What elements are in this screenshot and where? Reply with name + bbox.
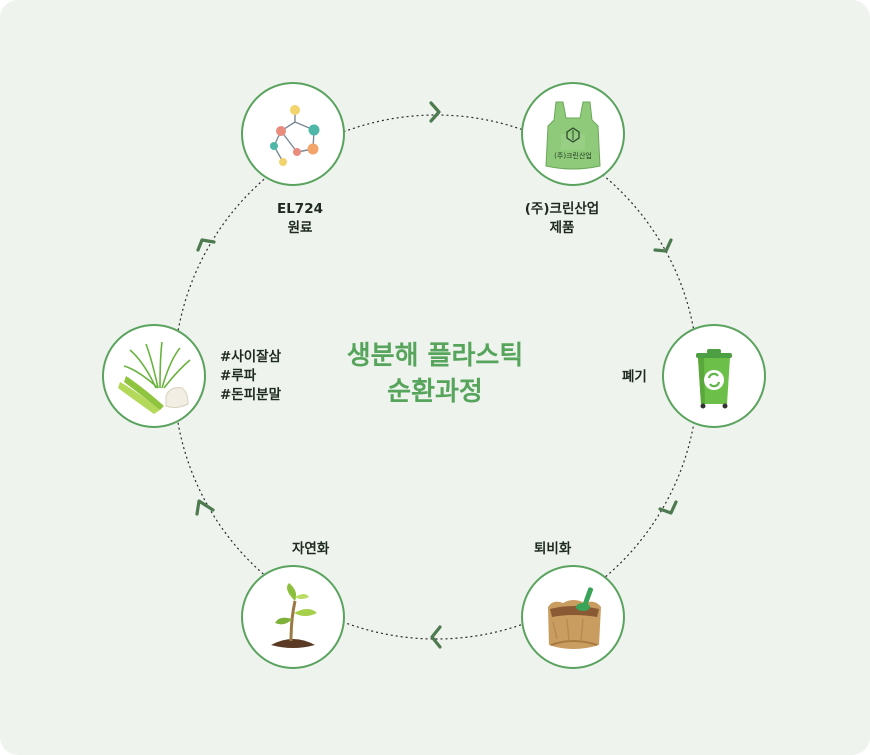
arrow-upper-right-icon — [653, 238, 673, 253]
label-naturalize: 자연화 — [292, 540, 329, 559]
center-title-line2: 순환과정 — [387, 377, 483, 407]
label-product-line1: (주)크린산업 — [524, 201, 600, 217]
sprout-icon — [271, 583, 317, 648]
node-sources — [102, 324, 206, 428]
arrow-lower-left-icon — [195, 499, 215, 516]
label-sources: #사이잘삼 #루파 #돈피분말 — [220, 348, 281, 405]
label-naturalize-line1: 자연화 — [292, 541, 330, 557]
label-material-line2: 원료 — [287, 220, 313, 236]
node-decompose — [521, 565, 625, 669]
molecule-icon — [270, 105, 320, 166]
center-title: 생분해 플라스틱 순환과정 — [300, 338, 570, 410]
label-disposal: 폐기 — [622, 368, 647, 387]
plant-fiber-icon — [118, 341, 191, 414]
recycle-bin-icon — [696, 349, 732, 409]
node-product: (주)크린산업 — [521, 82, 625, 186]
label-material-line1: EL724 — [276, 201, 323, 217]
label-decompose: 퇴비화 — [534, 540, 571, 559]
label-decompose-line1: 퇴비화 — [534, 541, 572, 557]
source-tag: #돈피분말 — [220, 387, 281, 403]
shopping-bag-icon: (주)크린산업 — [545, 101, 601, 170]
source-tag: #루파 — [220, 368, 257, 384]
compost-sack-icon — [548, 587, 601, 649]
label-product: (주)크린산업 제품 — [512, 200, 612, 238]
arrow-bottom-icon — [430, 625, 442, 649]
node-material — [241, 82, 345, 186]
label-disposal-line1: 폐기 — [622, 369, 647, 385]
center-title-line1: 생분해 플라스틱 — [346, 341, 524, 371]
arrow-lower-right-icon — [658, 500, 678, 515]
label-material: EL724 원료 — [268, 200, 332, 238]
bag-text: (주)크린산업 — [554, 151, 592, 160]
node-disposal — [662, 324, 766, 428]
node-naturalize — [241, 565, 345, 669]
source-tag: #사이잘삼 — [220, 349, 281, 365]
arrow-upper-left-icon — [196, 238, 216, 252]
label-product-line2: 제품 — [549, 220, 575, 236]
arrow-top-icon — [429, 101, 441, 123]
